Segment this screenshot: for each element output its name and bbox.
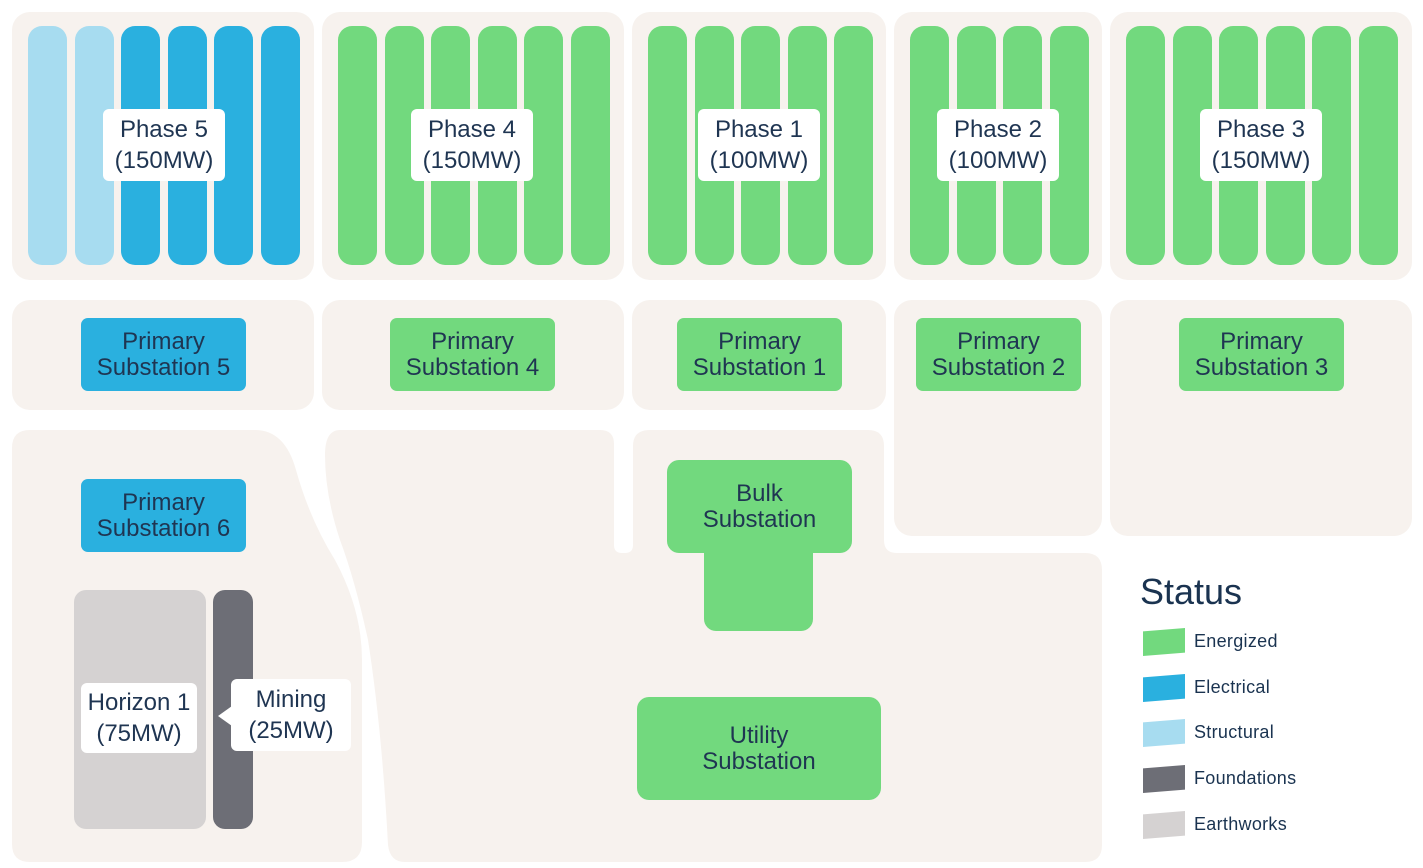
earthworks-swatch — [1143, 811, 1185, 839]
structural-swatch — [1143, 719, 1185, 747]
legend-label-structural: Structural — [1194, 722, 1275, 742]
primary-substation-1: Primary Substation 1 — [677, 318, 842, 391]
phase-4-label: Phase 4 (150MW) — [411, 109, 533, 181]
primary-substation-5: Primary Substation 5 — [81, 318, 246, 391]
phase-1-capacity: (100MW) — [709, 147, 809, 174]
mining-label-pointer — [218, 706, 232, 726]
phase-3-bar-1 — [1126, 26, 1165, 265]
substation-2-line1: Primary — [957, 327, 1040, 355]
energized-swatch — [1143, 628, 1185, 656]
status-legend: Status Energized Electrical Structural F… — [1140, 570, 1410, 839]
legend-item-energized: Energized — [1140, 628, 1400, 658]
utility-line1: Utility — [729, 721, 789, 749]
legend-item-structural: Structural — [1140, 719, 1400, 749]
substation-4-line2: Substation 4 — [405, 353, 540, 381]
zone-central-area — [325, 430, 1102, 862]
mining-capacity: (25MW) — [248, 717, 334, 744]
phase-1-bar-1 — [648, 26, 687, 265]
primary-substation-2: Primary Substation 2 — [916, 318, 1081, 391]
utility-line2: Substation — [702, 747, 816, 775]
phase-5-name: Phase 5 — [119, 116, 209, 143]
phase-5-label: Phase 5 (150MW) — [103, 109, 225, 181]
legend-label-foundations: Foundations — [1194, 768, 1297, 788]
phase-3-bar-6 — [1358, 26, 1398, 265]
bulk-line1: Bulk — [736, 479, 783, 507]
substation-4-line1: Primary — [431, 327, 514, 355]
substation-3-line2: Substation 3 — [1194, 353, 1329, 381]
substation-1-line1: Primary — [718, 327, 801, 355]
phase-5-bar-1 — [28, 26, 67, 265]
electrical-swatch — [1143, 674, 1185, 702]
bulk-line2: Substation — [702, 505, 817, 533]
substation-5-line1: Primary — [122, 327, 205, 355]
phase-4-capacity: (150MW) — [422, 147, 522, 174]
phase-2-name: Phase 2 — [953, 116, 1043, 143]
foundations-swatch — [1143, 765, 1185, 793]
legend-label-electrical: Electrical — [1194, 677, 1271, 697]
mining-label: Mining (25MW) — [231, 679, 351, 751]
horizon-1-label: Horizon 1 (75MW) — [81, 683, 197, 753]
substation-5-line2: Substation 5 — [96, 353, 231, 381]
phase-2-capacity: (100MW) — [948, 147, 1048, 174]
phase-4-name: Phase 4 — [427, 116, 517, 143]
legend-label-earthworks: Earthworks — [1194, 814, 1288, 834]
phase-4-bar-6 — [570, 26, 610, 265]
legend-item-foundations: Foundations — [1140, 765, 1400, 795]
substation-3-line1: Primary — [1220, 327, 1303, 355]
phase-1-label: Phase 1 (100MW) — [698, 109, 820, 181]
primary-substation-6: Primary Substation 6 — [81, 479, 246, 552]
phase-3-capacity: (150MW) — [1211, 147, 1311, 174]
legend-item-earthworks: Earthworks — [1140, 811, 1400, 841]
substation-1-line2: Substation 1 — [692, 353, 827, 381]
substation-2-line2: Substation 2 — [931, 353, 1066, 381]
primary-substation-4: Primary Substation 4 — [390, 318, 555, 391]
phase-5-bar-6 — [260, 26, 300, 265]
bulk-substation: Bulk Substation — [667, 460, 852, 553]
phase-2-label: Phase 2 (100MW) — [937, 109, 1059, 181]
legend-label-energized: Energized — [1194, 631, 1278, 651]
horizon-1-name: Horizon 1 — [87, 689, 191, 716]
legend-item-electrical: Electrical — [1140, 674, 1400, 704]
substation-6-line2: Substation 6 — [96, 514, 231, 542]
phase-1-bar-5 — [834, 26, 873, 265]
substation-6-line1: Primary — [122, 488, 205, 516]
phase-3-label: Phase 3 (150MW) — [1200, 109, 1322, 181]
phase-1-name: Phase 1 — [714, 116, 804, 143]
phase-3-name: Phase 3 — [1216, 116, 1306, 143]
horizon-1-capacity: (75MW) — [96, 720, 182, 747]
primary-substation-3: Primary Substation 3 — [1179, 318, 1344, 391]
phase-5-capacity: (150MW) — [114, 147, 214, 174]
phase-4-bar-1 — [338, 26, 377, 265]
utility-substation: Utility Substation — [637, 697, 881, 800]
legend-title: Status — [1140, 571, 1243, 612]
mining-name: Mining — [255, 686, 327, 713]
